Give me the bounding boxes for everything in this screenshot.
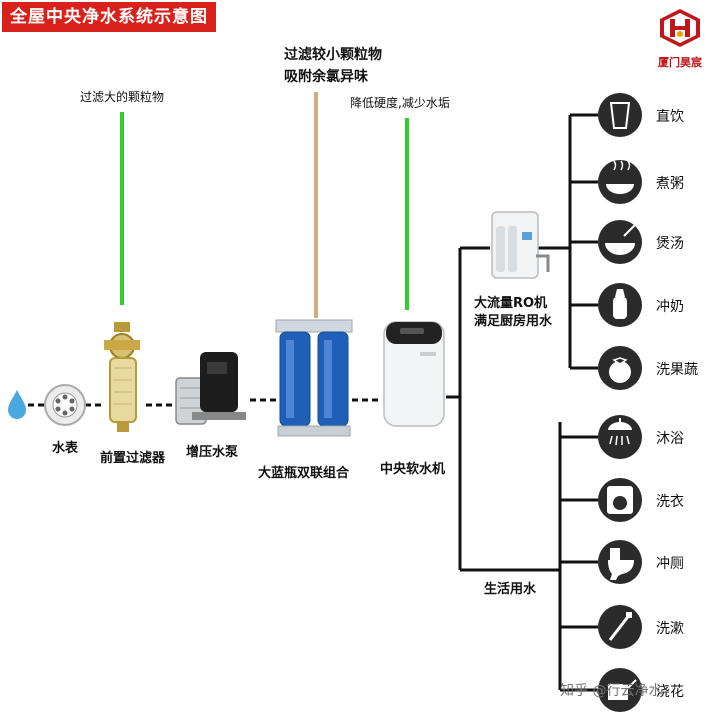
bigblue-note-line2: 吸附余氯异味: [284, 69, 368, 85]
prefilter-label: 前置过滤器: [100, 451, 166, 466]
meter-label: 水表: [52, 441, 79, 456]
porridge-icon: [598, 160, 642, 204]
softener-note: 降低硬度,减少水垢: [350, 96, 450, 110]
page-title: 全屋中央净水系统示意图: [2, 2, 216, 32]
direct-drink-icon: [598, 93, 642, 137]
ro-machine-icon: [491, 211, 550, 279]
domestic-connectors: [560, 435, 598, 692]
softener-label: 中央软水机: [380, 462, 446, 477]
use-label-direct-drink: 直饮: [656, 109, 684, 125]
brand-logo-icon: [660, 9, 700, 47]
use-label-watering: 浇花: [656, 684, 684, 700]
ro-label-line1: 大流量RO机: [474, 296, 548, 311]
watering-icon: [598, 668, 642, 712]
big-blue-filters-icon: [275, 319, 353, 437]
kitchen-connectors: [570, 113, 598, 370]
prefilter-note: 过滤大的颗粒物: [80, 90, 165, 104]
soup-icon: [598, 220, 642, 264]
use-label-shower: 沐浴: [656, 431, 684, 447]
use-label-porridge: 煮粥: [656, 176, 684, 192]
use-label-toilet: 冲厕: [656, 556, 684, 572]
use-label-wash: 洗漱: [656, 621, 684, 637]
water-meter-icon: [44, 384, 86, 426]
use-label-fruit-veg: 洗果蔬: [656, 362, 698, 378]
pump-label: 增压水泵: [186, 445, 239, 460]
use-label-laundry: 洗衣: [656, 494, 684, 510]
fruit-veg-icon: [598, 346, 642, 390]
prefilter-icon: [104, 322, 140, 432]
use-label-milk: 冲奶: [656, 299, 684, 315]
ro-label-line2: 满足厨房用水: [474, 314, 553, 329]
domestic-label: 生活用水: [484, 582, 537, 597]
baby-bottle-icon: [598, 283, 642, 327]
water-drop-icon: [8, 390, 26, 419]
water-softener-icon: [383, 321, 445, 427]
bigblue-note-line1: 过滤较小颗粒物: [284, 47, 382, 63]
big-blue-label: 大蓝瓶双联组合: [258, 466, 350, 481]
main-pipeline: [28, 398, 382, 407]
booster-pump-icon: [175, 352, 246, 425]
brand-name: 厦门昊宸: [658, 56, 702, 69]
toothbrush-icon: [598, 605, 642, 649]
brand-logo: 厦门昊宸: [648, 8, 712, 72]
toilet-icon: [598, 540, 642, 584]
washing-machine-icon: [598, 478, 642, 522]
branch-pipes: [446, 115, 572, 690]
watermark: 知乎 @行云净水: [560, 683, 663, 699]
shower-icon: [598, 415, 642, 459]
use-label-soup: 煲汤: [656, 236, 684, 252]
